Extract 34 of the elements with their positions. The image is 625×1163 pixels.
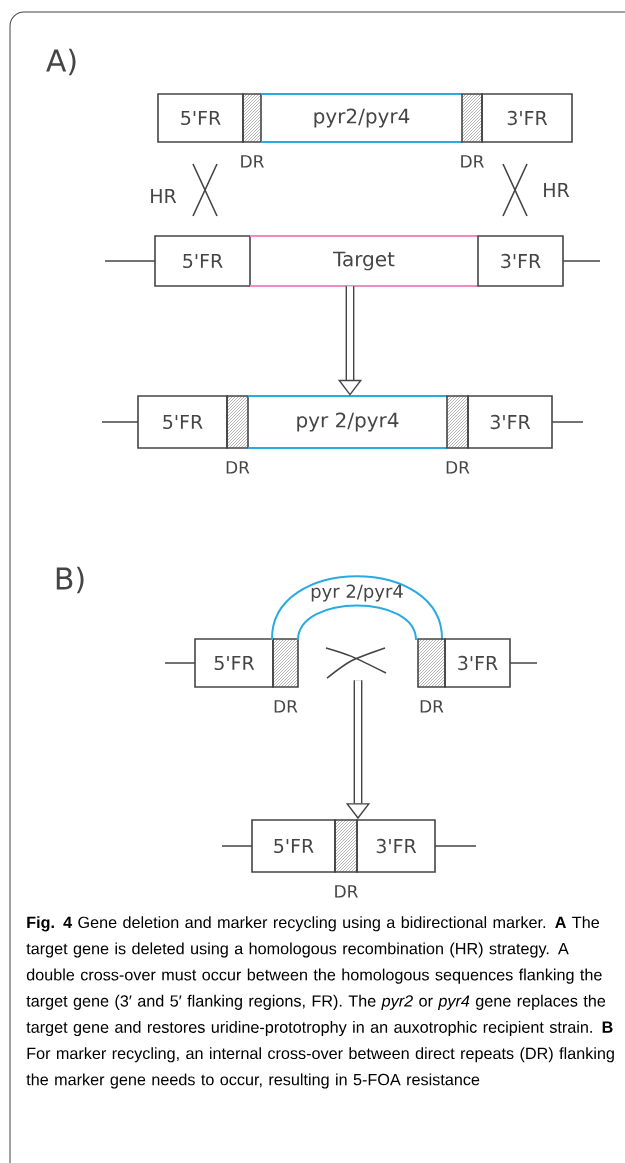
repeat-label: DR [335,885,358,898]
flank-box: 3'FR [356,819,436,873]
hatched-box [417,638,446,688]
panel-letter: B) [56,566,84,594]
hatched-box [334,819,358,873]
flank-box: 5'FR [157,93,244,143]
gene-segment: pyr 2/pyr4 [247,395,448,449]
flank-box: 3'FR [481,93,573,143]
repeat-label: DR [226,461,250,474]
looped-marker-band: pyr 2/pyr4 [271,575,443,641]
hatched-box [226,395,249,449]
hatched-box [446,395,469,449]
crossover-label: HR [151,189,177,203]
repeat-label: DR [446,461,470,474]
crossover-mark [325,647,387,679]
repeat-label: DR [420,700,444,713]
repeat-label: DR [461,155,484,168]
flank-box: 5'FR [194,638,274,688]
hatched-box [242,93,262,143]
repeat-label: DR [241,155,264,168]
flank-box: 3'FR [477,235,564,287]
hatched-box [461,93,483,143]
flank-box: 5'FR [154,235,251,287]
gene-segment: pyr2/pyr4 [260,93,463,143]
panel-letter: A) [46,48,76,76]
flank-box: 3'FR [444,638,511,688]
flank-box: 5'FR [137,395,228,449]
repeat-label: DR [274,700,298,713]
hatched-box [272,638,299,688]
flank-box: 5'FR [251,819,336,873]
gene-segment: Target [249,235,479,287]
figure-caption: Fig. 4 Gene deletion and marker recycling using a bidirectional marker. A The target gene is deleted using a homologous recombination (HR) strategy. A double cross-over must occur between the homologous sequences flanking the target gene (3′ and 5′ flanking regions, FR). The pyr2 or pyr4 gene replaces the target gene and restores uridine-prototrophy in an auxotrophic recipient strain. B For marker recycling, an internal cross-over between direct repeats (DR) flanking the marker gene needs to occur, resulting in 5-FOA resistance [26,916,614,1089]
crossover-label: HR [544,183,570,197]
flank-box: 3'FR [467,395,553,449]
